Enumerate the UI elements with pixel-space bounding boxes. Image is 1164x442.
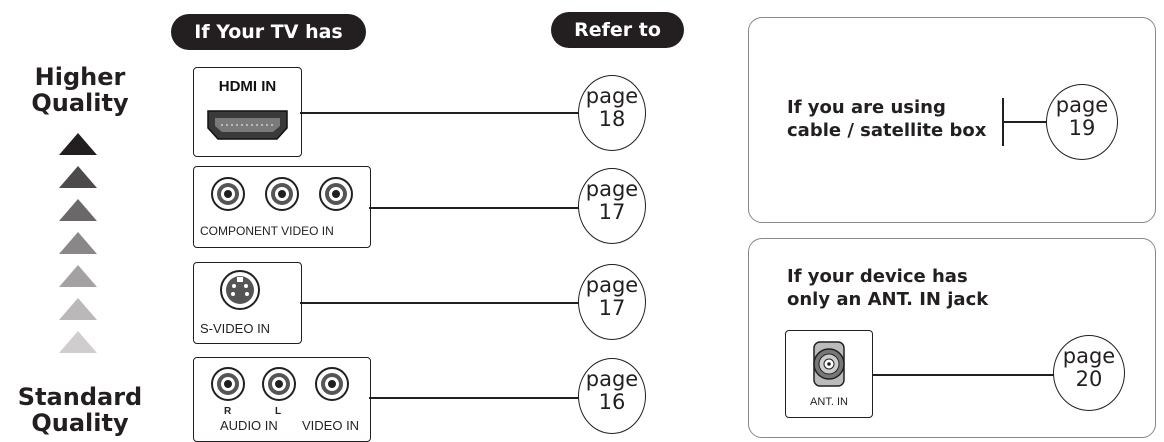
standard-label: Standard bbox=[17, 383, 143, 411]
quality-triangle-icon bbox=[59, 265, 97, 287]
ant-connector-line bbox=[872, 374, 1054, 376]
page-20-circle: page 20 bbox=[1053, 335, 1125, 411]
quality-label-top: Quality bbox=[31, 89, 129, 117]
s-video-in-jack-box: S-VIDEO IN bbox=[193, 262, 302, 344]
page-17-circle-s-video: page 17 bbox=[578, 264, 646, 340]
component-video-in-label: COMPONENT VIDEO IN bbox=[200, 224, 334, 238]
quality-triangle-icon bbox=[59, 232, 97, 254]
s-video-in-label: S-VIDEO IN bbox=[200, 321, 271, 336]
page-16-circle: page 16 bbox=[578, 358, 646, 434]
rca-jack-icon bbox=[319, 177, 353, 211]
ant-line-1: If your device has bbox=[787, 266, 968, 287]
page-17-circle-component: page 17 bbox=[578, 168, 646, 244]
rca-jack-icon bbox=[211, 177, 245, 211]
coaxial-jack-icon bbox=[813, 341, 845, 387]
page-word: page bbox=[585, 84, 639, 108]
quality-triangle-icon bbox=[59, 298, 97, 320]
page-19-circle: page 19 bbox=[1046, 84, 1118, 160]
hdmi-port-icon bbox=[207, 110, 288, 140]
page-number: 17 bbox=[598, 296, 626, 320]
audio-video-connector-line bbox=[369, 397, 579, 399]
ant-in-panel: If your device has only an ANT. IN jack … bbox=[748, 238, 1156, 438]
ant-in-label: ANT. IN bbox=[810, 396, 848, 408]
rca-jack-icon bbox=[262, 367, 296, 401]
quality-label-bottom: Quality bbox=[31, 409, 129, 437]
s-video-connector-line bbox=[300, 302, 579, 304]
page-word: page bbox=[585, 273, 639, 297]
audio-r-label: R bbox=[224, 406, 232, 417]
cable-line-2: cable / satellite box bbox=[787, 120, 987, 141]
higher-label: Higher bbox=[34, 63, 126, 91]
rca-jack-icon bbox=[211, 367, 245, 401]
page-word: page bbox=[1055, 93, 1109, 117]
hdmi-in-jack-box: HDMI IN bbox=[193, 67, 302, 157]
quality-triangle-icon bbox=[59, 331, 97, 353]
hdmi-in-label: HDMI IN bbox=[218, 78, 277, 95]
s-video-port-icon bbox=[220, 270, 260, 310]
refer-to-pill: Refer to bbox=[551, 12, 684, 48]
page-number: 19 bbox=[1068, 116, 1096, 140]
rca-jack-icon bbox=[265, 177, 299, 211]
quality-triangle-icon bbox=[59, 199, 97, 221]
ant-line-2: only an ANT. IN jack bbox=[787, 289, 989, 310]
page-number: 20 bbox=[1075, 367, 1103, 391]
audio-in-label: AUDIO IN bbox=[220, 418, 278, 433]
ant-in-text: If your device has only an ANT. IN jack bbox=[787, 265, 988, 311]
quality-triangle-icon bbox=[59, 133, 97, 155]
video-in-label: VIDEO IN bbox=[302, 418, 360, 433]
page-word: page bbox=[1062, 344, 1116, 368]
cable-satellite-text: If you are using cable / satellite box bbox=[787, 96, 986, 142]
page-number: 16 bbox=[598, 390, 626, 414]
ant-in-jack-box: ANT. IN bbox=[785, 330, 873, 418]
page-18-circle: page 18 bbox=[578, 75, 646, 151]
quality-triangle-icon bbox=[59, 166, 97, 188]
rca-jack-icon bbox=[315, 367, 349, 401]
component-video-in-jack-box: COMPONENT VIDEO IN bbox=[193, 166, 371, 248]
cable-satellite-panel: If you are using cable / satellite box p… bbox=[748, 17, 1156, 223]
page-number: 18 bbox=[598, 107, 626, 131]
cable-connector-line bbox=[1002, 121, 1047, 123]
if-your-tv-has-pill: If Your TV has bbox=[171, 14, 366, 50]
page-number: 17 bbox=[598, 200, 626, 224]
standard-quality-label: Standard Quality bbox=[0, 384, 160, 436]
cable-line-1: If you are using bbox=[787, 97, 946, 118]
audio-video-in-jack-box: R L AUDIO IN VIDEO IN bbox=[193, 357, 371, 442]
component-connector-line bbox=[369, 207, 579, 209]
page-word: page bbox=[585, 177, 639, 201]
page-word: page bbox=[585, 367, 639, 391]
higher-quality-label: Higher Quality bbox=[0, 64, 160, 116]
hdmi-connector-line bbox=[300, 112, 579, 114]
audio-l-label: L bbox=[275, 406, 282, 417]
